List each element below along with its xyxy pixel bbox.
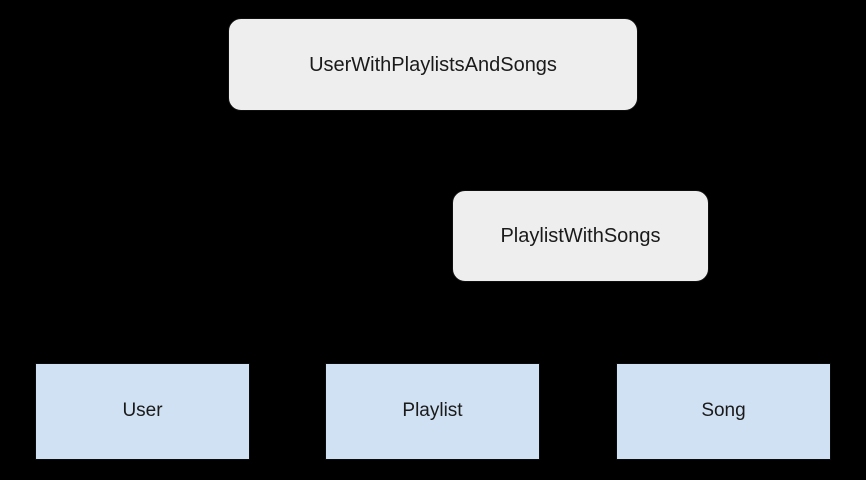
edge-playlistwithsongs-to-song bbox=[723, 308, 724, 363]
node-playlist-with-songs[interactable]: PlaylistWithSongs bbox=[452, 190, 709, 282]
edge-playlistwithsongs-to-playlist-horizontal bbox=[432, 308, 580, 309]
node-user[interactable]: User bbox=[35, 363, 250, 460]
edge-root-to-user-horizontal bbox=[142, 133, 433, 134]
node-user-with-playlists-and-songs[interactable]: UserWithPlaylistsAndSongs bbox=[228, 18, 638, 111]
edge-root-to-playlistwithsongs bbox=[580, 133, 581, 190]
node-label: User bbox=[122, 400, 163, 422]
node-playlist[interactable]: Playlist bbox=[325, 363, 540, 460]
edge-playlistwithsongs-to-song-horizontal bbox=[580, 308, 723, 309]
node-label: Song bbox=[701, 400, 746, 422]
edge-root-to-user-drop bbox=[142, 133, 143, 363]
node-label: PlaylistWithSongs bbox=[500, 225, 661, 247]
node-song[interactable]: Song bbox=[616, 363, 831, 460]
node-label: Playlist bbox=[402, 400, 463, 422]
edge-playlistwithsongs-to-playlist-stub bbox=[580, 282, 581, 308]
node-label: UserWithPlaylistsAndSongs bbox=[309, 53, 557, 76]
edge-root-to-playlistwithsongs-horizontal bbox=[433, 133, 581, 134]
edge-root-to-user bbox=[433, 111, 434, 133]
edge-playlistwithsongs-to-playlist bbox=[432, 308, 433, 363]
